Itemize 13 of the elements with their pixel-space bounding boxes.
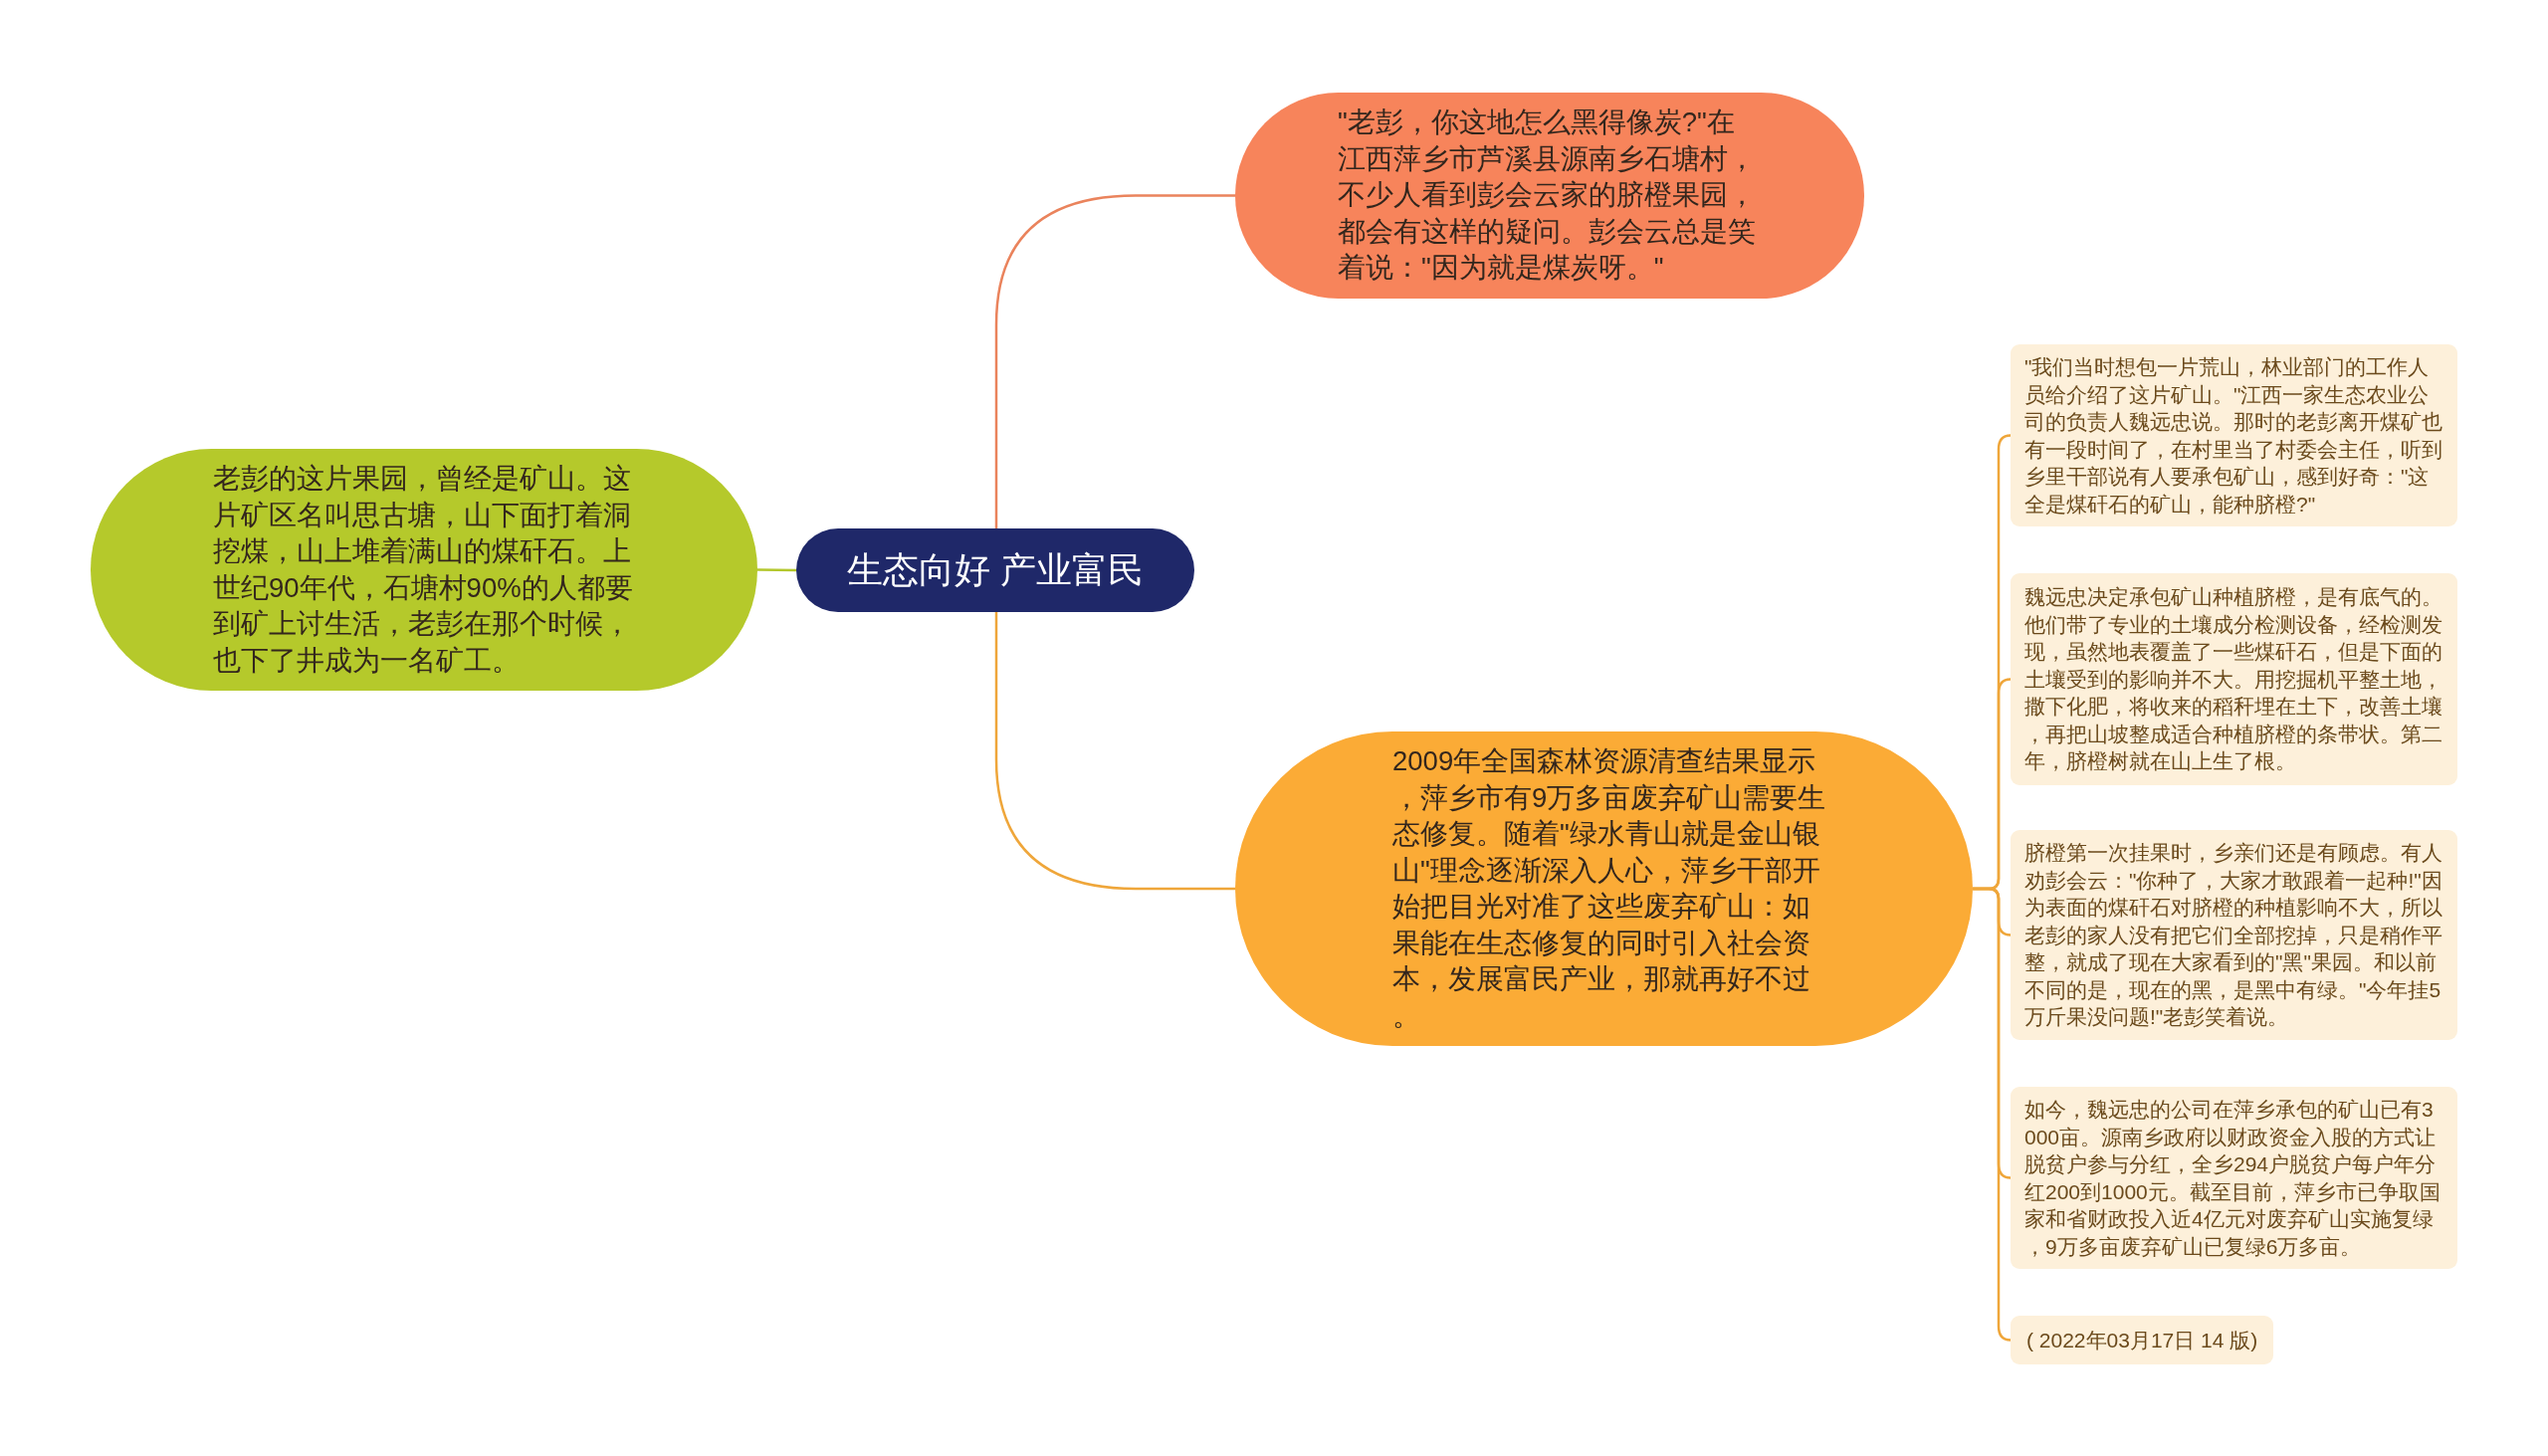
source-note: ( 2022年03月17日 14 版) bbox=[2011, 1316, 2274, 1364]
note-card: 如今，魏远忠的公司在萍乡承包的矿山已有3000亩。源南乡政府以财政资金入股的方式让脱贫户参与分红，全乡294户脱贫户每户年分红200到1000元。截至目前，萍乡市已争取国家和省财政投入近4亿元对废弃矿山实施复绿，9万多亩废弃矿山已复绿6万多亩。 bbox=[2011, 1087, 2457, 1269]
central-topic: 生态向好 产业富民 bbox=[796, 528, 1194, 612]
connector-line bbox=[994, 194, 1235, 528]
note-card: 魏远忠决定承包矿山种植脐橙，是有底气的。他们带了专业的土壤成分检测设备，经检测发现，虽然地表覆盖了一些煤矸石，但是下面的土壤受到的影响并不大。用挖掘机平整土地，撒下化肥，将收来的稻秆埋在土下，改善土壤，再把山坡整成适合种植脐橙的条带状。第二年，脐橙树就在山上生了根。 bbox=[2011, 573, 2457, 785]
connector-line bbox=[757, 568, 796, 572]
note-card: 脐橙第一次挂果时，乡亲们还是有顾虑。有人劝彭会云："你种了，大家才敢跟着一起种!"因为表面的煤矸石对脐橙的种植影响不大，所以老彭的家人没有把它们全部挖掉，只是稍作平整，就成了现在大家看到的"黑"果园。和以前不同的是，现在的黑，是黑中有绿。"今年挂5万斤果没问题!"老彭笑着说。 bbox=[2011, 830, 2457, 1040]
note-card: "我们当时想包一片荒山，林业部门的工作人员给介绍了这片矿山。"江西一家生态农业公司的负责人魏远忠说。那时的老彭离开煤矿也有一段时间了，在村里当了村委会主任，听到乡里干部说有人要承包矿山，感到好奇："这全是煤矸石的矿山，能种脐橙?" bbox=[2011, 344, 2457, 526]
connector-line bbox=[1973, 887, 2012, 1342]
connector-line bbox=[994, 612, 1235, 891]
topic-bubble: 老彭的这片果园，曾经是矿山。这片矿区名叫思古塘，山下面打着洞挖煤，山上堆着满山的煤矸石。上世纪90年代，石塘村90%的人都要到矿上讨生活，老彭在那个时候，也下了井成为一名矿工。 bbox=[91, 449, 757, 691]
topic-bubble: 2009年全国森林资源清查结果显示，萍乡市有9万多亩废弃矿山需要生态修复。随着"绿水青山就是金山银山"理念逐渐深入人心，萍乡干部开始把目光对准了这些废弃矿山：如果能在生态修复的同时引入社会资本，发展富民产业，那就再好不过。 bbox=[1235, 731, 1973, 1046]
topic-bubble: "老彭，你这地怎么黑得像炭?"在江西萍乡市芦溪县源南乡石塘村，不少人看到彭会云家的脐橙果园，都会有这样的疑问。彭会云总是笑着说："因为就是煤炭呀。" bbox=[1235, 93, 1864, 299]
